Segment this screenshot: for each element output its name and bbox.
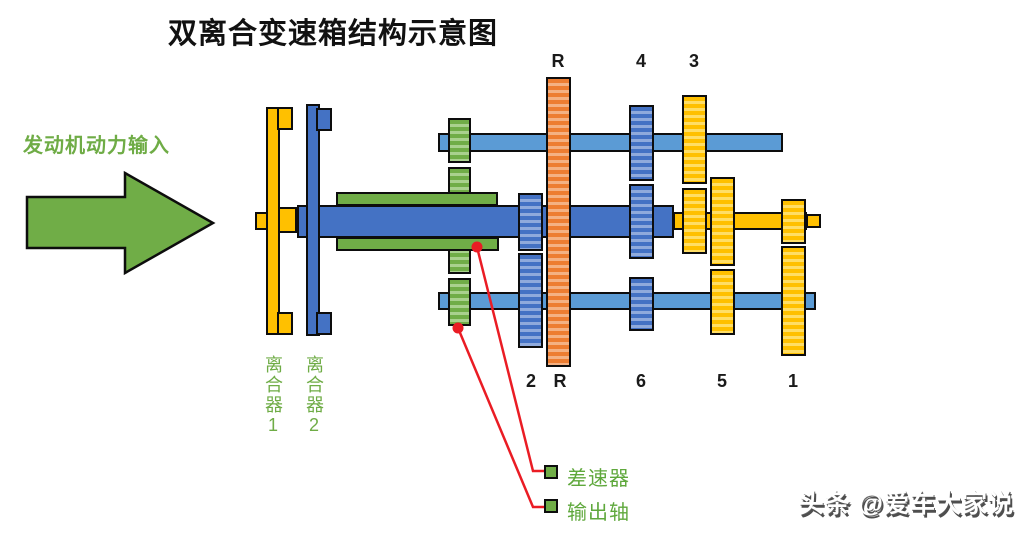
right-yellow-shaft-tip [806,214,821,228]
clutch1-disc [266,107,280,335]
green-sleeve-top-bar [336,192,498,206]
engine-input-label: 发动机动力输入 [23,135,170,157]
gear-3-upper [682,95,707,184]
green-gear-segment-top [448,118,471,163]
legend-square-output-shaft [544,499,558,513]
clutch1-bottom-tab [277,312,293,335]
upper-counter-shaft [438,133,783,152]
gear-label-bottom-5: 5 [716,371,727,391]
clutch1-top-tab [277,107,293,130]
main-input-shaft [297,205,674,238]
gear-label-bottom-2: 2 [525,371,536,391]
engine-input-arrow-icon [25,170,216,276]
clutch2-bottom-tab [316,312,332,335]
gear-label-top-r: R [551,51,565,71]
legend-label-output-shaft: 输出轴 [567,502,630,524]
gear-1-lower [781,246,806,356]
clutch2-label: 离合器2 [304,355,324,437]
gear-reverse [546,77,571,367]
gear-4-upper [629,105,654,181]
gear-label-top-4: 4 [635,51,646,71]
legend-label-differential: 差速器 [567,468,630,490]
diagram-title: 双离合变速箱结构示意图 [168,18,499,50]
gear-label-top-3: 3 [688,51,699,71]
gear-label-bottom-r: R [553,371,567,391]
clutch2-disc [306,104,320,336]
gear-2-upper [518,193,543,251]
lower-counter-shaft [438,292,816,310]
gear-5-lower [710,269,735,335]
green-gear-segment-bottom [448,278,471,326]
clutch2-top-tab [316,108,332,131]
gear-5-upper [710,177,735,266]
gear-3-lower [682,188,707,254]
gear-label-bottom-6: 6 [635,371,646,391]
gear-1-upper [781,199,806,244]
watermark: 头条 @爱车大家说 [798,490,1014,518]
gear-2-lower [518,253,543,348]
clutch1-label: 离合器1 [263,355,283,437]
gear-label-bottom-1: 1 [787,371,798,391]
gear-6 [629,277,654,331]
green-sleeve-bottom-bar [336,237,499,251]
gear-4-lower [629,184,654,259]
legend-square-differential [544,465,558,479]
